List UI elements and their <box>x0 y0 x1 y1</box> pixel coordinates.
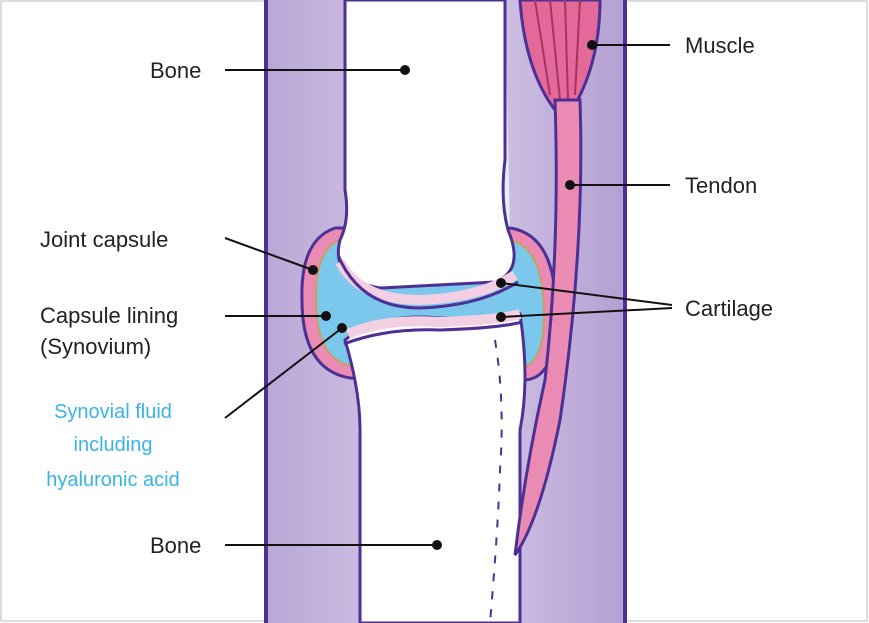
upper-cartilage-outline <box>336 254 519 310</box>
label-capsule-lining: Capsule lining <box>40 303 178 328</box>
label-joint-capsule: Joint capsule <box>40 227 168 252</box>
label-synovium: (Synovium) <box>40 334 151 359</box>
tendon <box>513 98 583 556</box>
label-cartilage: Cartilage <box>685 296 773 321</box>
leader-lines <box>224 40 673 550</box>
label-bone-bottom: Bone <box>150 533 201 558</box>
upper-bone <box>336 0 516 290</box>
bone-edge-dashes <box>489 339 503 623</box>
label-including: including <box>74 434 153 456</box>
lower-cartilage-outline <box>343 320 523 346</box>
label-hyaluronic-acid: hyaluronic acid <box>46 469 179 491</box>
label-muscle: Muscle <box>685 33 755 58</box>
label-bone-top: Bone <box>150 58 201 83</box>
label-synovial-fluid: Synovial fluid <box>54 401 172 423</box>
muscle-fibers <box>534 0 581 101</box>
label-tendon: Tendon <box>685 173 757 198</box>
